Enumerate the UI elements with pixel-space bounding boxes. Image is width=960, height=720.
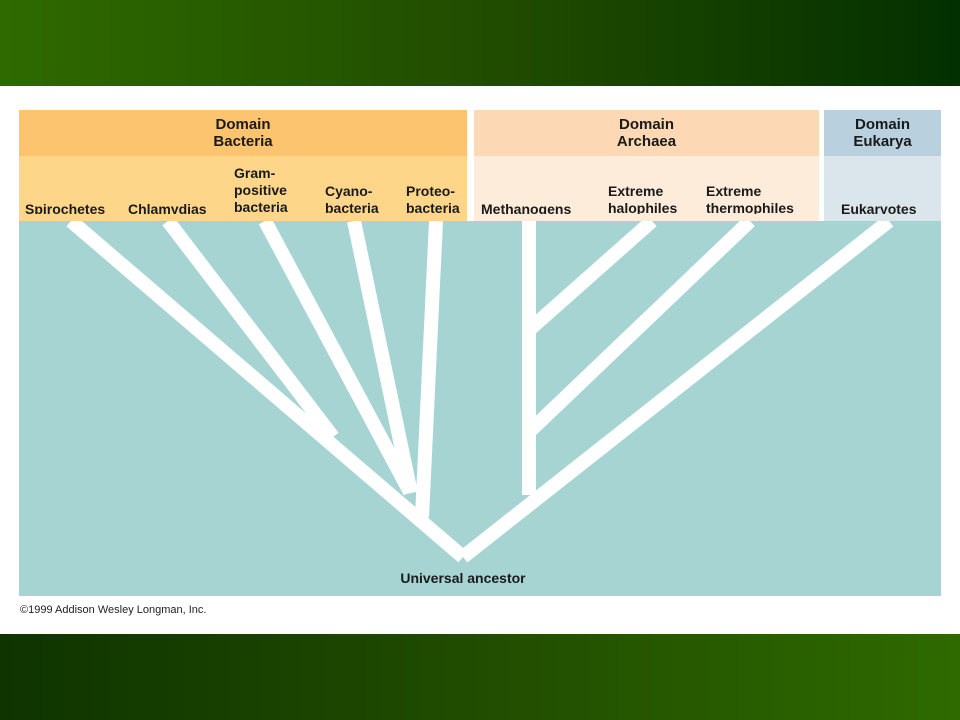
copyright-notice: ©1999 Addison Wesley Longman, Inc. xyxy=(20,604,207,616)
domain-bacteria-header: Domain Bacteria xyxy=(19,110,467,156)
leaf-proteobacteria: Proteo- bacteria xyxy=(406,183,460,217)
branch-extreme-halophiles xyxy=(524,215,657,336)
leaf-gram-positive-line1: Gram- xyxy=(234,165,276,181)
leaf-cyanobacteria: Cyano- bacteria xyxy=(325,183,379,217)
domain-archaea-leaf-strip xyxy=(474,156,819,221)
branch-proteobacteria xyxy=(415,220,443,518)
domain-archaea-line2: Archaea xyxy=(616,133,677,150)
leaf-eukaryotes: Eukaryotes xyxy=(841,201,916,218)
domain-archaea-header: Domain Archaea xyxy=(474,110,819,156)
domain-bacteria-line1: Domain xyxy=(215,116,271,133)
leaf-strip-edge-eukarya xyxy=(824,214,941,221)
leaf-strip-edge-bacteria xyxy=(19,214,467,221)
slide-top-band xyxy=(0,0,960,86)
leaf-eukaryotes-line1: Eukaryotes xyxy=(841,201,917,217)
leaf-chlamydias: Chlamydias xyxy=(128,201,207,218)
universal-ancestor-label: Universal ancestor xyxy=(400,570,526,586)
leaf-extreme-thermophiles: Extreme thermophiles xyxy=(706,183,794,217)
domain-eukarya-line2: Eukarya xyxy=(853,133,912,150)
leaf-methanogens-line1: Methanogens xyxy=(481,201,572,217)
leaf-extreme-thermophiles-line1: Extreme xyxy=(706,183,762,199)
leaf-proteobacteria-line2: bacteria xyxy=(406,200,460,216)
branch-chlamydias xyxy=(162,216,339,442)
leaf-gram-positive-line3: bacteria xyxy=(234,199,288,215)
branch-extreme-thermophiles xyxy=(524,215,755,438)
domain-eukarya-leaf-strip xyxy=(824,156,941,221)
leaf-spirochetes-line1: Spirochetes xyxy=(25,201,106,217)
leaf-proteobacteria-line1: Proteo- xyxy=(406,183,455,199)
domain-eukarya-header: Domain Eukarya xyxy=(824,110,941,156)
branch-eukaryotes xyxy=(458,215,894,563)
domain-bacteria-leaf-strip xyxy=(19,156,467,221)
leaf-strip-edge-archaea xyxy=(474,214,819,221)
domain-archaea-line1: Domain xyxy=(618,116,674,133)
leaf-methanogens: Methanogens xyxy=(481,201,571,218)
leaf-extreme-halophiles-line2: halophiles xyxy=(608,200,678,216)
domain-bacteria-line2: Bacteria xyxy=(213,133,273,150)
leaf-extreme-halophiles-line1: Extreme xyxy=(608,183,664,199)
leaf-spirochetes: Spirochetes xyxy=(25,201,105,218)
domain-eukarya-line1: Domain xyxy=(854,116,910,133)
branch-spirochetes xyxy=(66,215,468,563)
branch-cyanobacteria xyxy=(347,219,418,495)
leaf-extreme-halophiles: Extreme halophiles xyxy=(608,183,677,217)
slide-bottom-band xyxy=(0,634,960,720)
branch-gram-positive xyxy=(258,217,417,496)
tree-background xyxy=(19,221,941,596)
leaf-gram-positive-bacteria: Gram- positive bacteria xyxy=(234,165,288,216)
leaf-gram-positive-line2: positive xyxy=(234,182,287,198)
leaf-cyanobacteria-line2: bacteria xyxy=(325,200,379,216)
leaf-extreme-thermophiles-line2: thermophiles xyxy=(706,200,794,216)
leaf-chlamydias-line1: Chlamydias xyxy=(128,201,207,217)
leaf-cyanobacteria-line1: Cyano- xyxy=(325,183,373,199)
